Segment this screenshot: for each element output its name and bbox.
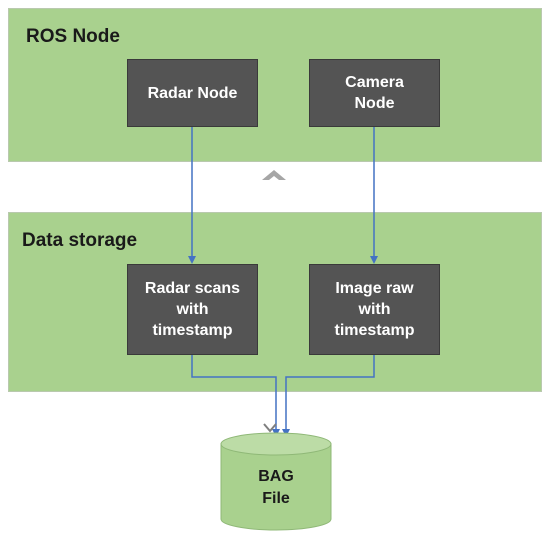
data-storage-panel	[8, 212, 542, 392]
bag-file-cylinder	[220, 432, 332, 531]
image-raw-node: Image raw with timestamp	[309, 264, 440, 355]
data-storage-title: Data storage	[22, 230, 138, 251]
chevron-marker-icon	[263, 423, 277, 433]
radar-node: Radar Node	[127, 59, 258, 127]
image-to-bag-arrow	[282, 355, 375, 437]
camera-node: Camera Node	[309, 59, 440, 127]
scans-to-bag-arrow	[191, 355, 280, 437]
ros-node-panel	[8, 8, 542, 162]
bag-file-label: BAG File	[258, 468, 294, 507]
ros-node-title: ROS Node	[26, 26, 120, 47]
caret-marker-icon	[262, 170, 286, 180]
radar-scans-node: Radar scans with timestamp	[127, 264, 258, 355]
